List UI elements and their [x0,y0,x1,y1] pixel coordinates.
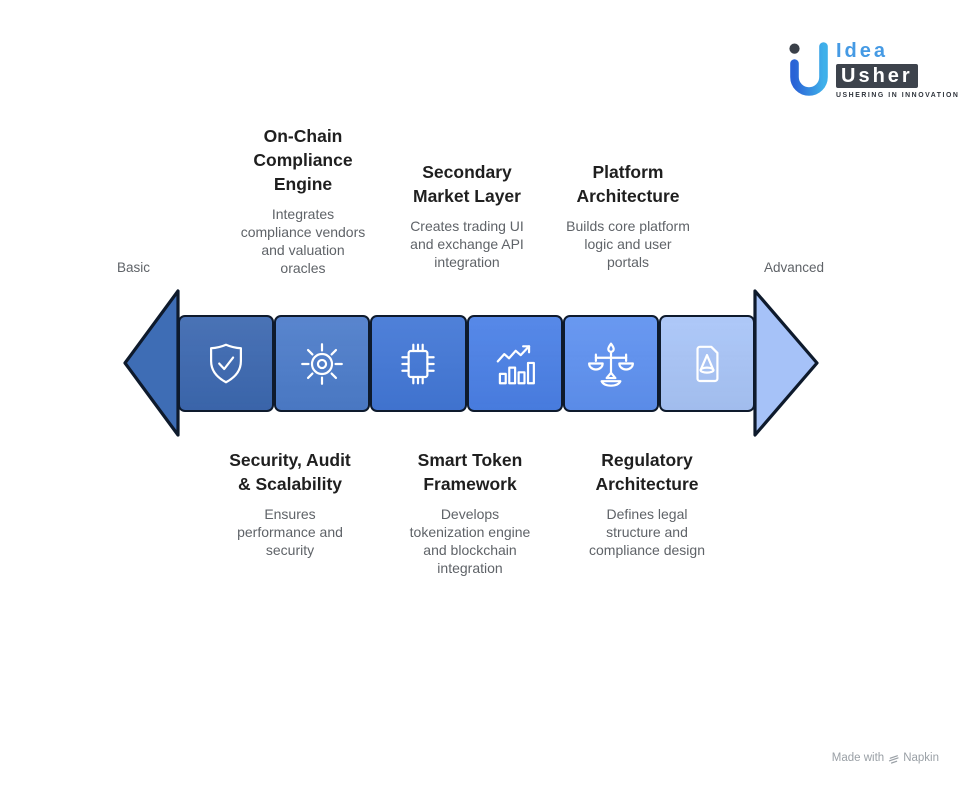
bar-chart-growth-icon [496,344,535,384]
scale-label-advanced: Advanced [764,260,825,275]
step-box-platform [658,315,756,412]
label-regulatory-architecture: Regulatory Architecture Defines legal st… [557,448,737,559]
label-security-audit-scalability: Security, Audit & Scalability Ensures pe… [200,448,380,559]
napkin-logo-icon [889,754,899,764]
logo-usher-text: Usher [836,64,918,88]
label-title: Security, Audit & Scalability [229,450,351,494]
label-description: Defines legal structure and compliance d… [589,506,705,558]
label-title: On-Chain Compliance Engine [253,126,353,194]
step-box-token [370,315,467,412]
made-with-napkin: Made with Napkin [832,752,939,764]
step-box-security [178,315,275,412]
sun-gear-icon [301,342,344,385]
label-smart-token-framework: Smart Token Framework Develops tokenizat… [380,448,560,577]
balance-scale-icon [587,342,634,387]
arrow-right-head [753,289,819,437]
label-title: Secondary Market Layer [413,162,521,206]
document-prism-icon [696,345,719,382]
scale-label-basic: Basic [117,260,151,275]
made-with-text: Made with [831,752,885,764]
step-box-regulatory [562,315,659,412]
label-description: Creates trading UI and exchange API inte… [410,218,524,270]
shield-check-icon [210,343,243,383]
label-title: Regulatory Architecture [595,450,699,494]
label-description: Develops tokenization engine and blockch… [409,506,531,576]
chip-icon [401,343,436,384]
logo-idea-text: Idea [836,40,889,62]
step-box-compliance [274,315,371,412]
logo-text: Idea Usher USHERING IN INNOVATION [836,40,959,99]
label-description: Integrates compliance vendors and valuat… [240,206,366,276]
label-title: Smart Token Framework [417,450,523,494]
arrow-left-head [123,289,180,437]
napkin-brand-text: Napkin [903,752,939,764]
label-description: Ensures performance and security [237,506,343,558]
label-platform-architecture: Platform Architecture Builds core platfo… [538,160,718,271]
steps-row [178,315,756,412]
label-onchain-compliance-engine: On-Chain Compliance Engine Integrates co… [213,124,393,277]
idea-usher-mark-icon [789,42,828,96]
idea-usher-logo: Idea Usher USHERING IN INNOVATION [785,40,959,99]
label-secondary-market-layer: Secondary Market Layer Creates trading U… [377,160,557,271]
label-description: Builds core platform logic and user port… [566,218,690,270]
label-title: Platform Architecture [576,162,680,206]
step-box-market [466,315,563,412]
logo-tagline: USHERING IN INNOVATION [836,92,960,99]
